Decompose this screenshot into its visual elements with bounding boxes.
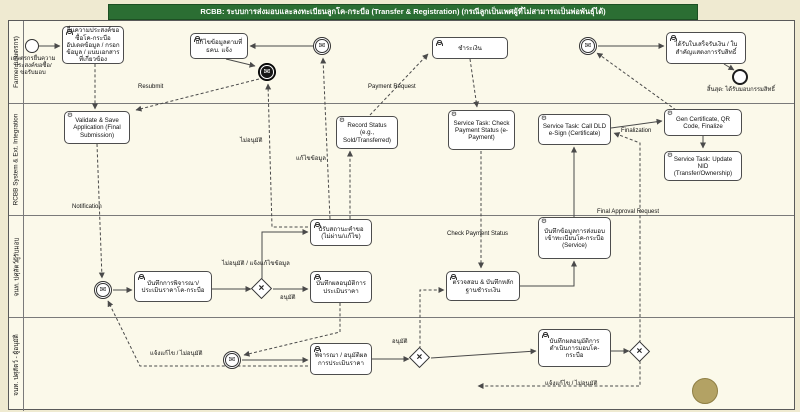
edge-label-finalization: Finalization — [621, 128, 652, 134]
x-marker-icon: × — [416, 351, 423, 363]
task-label: Service Task: Update NID (Transfer/Owner… — [673, 155, 733, 178]
task-label: พิจารณา / อนุมัติผลการประเมินราคา — [314, 352, 368, 367]
user-task-icon — [66, 29, 73, 35]
task-dld-esign[interactable]: ⚙ Service Task: Call DLD e-Sign (Certifi… — [538, 114, 611, 145]
lane-label-rcbb-system: RCBB System & Ext. Integration — [12, 113, 20, 206]
service-task-icon: ⚙ — [667, 110, 673, 117]
user-task-icon — [314, 274, 321, 280]
edge-label-notify-edit-reject-bottom: แจ้งแก้ไข / ไม่อนุมัติ — [545, 381, 598, 387]
service-task-icon: ⚙ — [339, 117, 345, 124]
task-label: Gen Certificate, QR Code, Finalize — [676, 115, 730, 130]
task-label: บันทึกข้อมูลการส่งมอบเข้าทะเบียนโค-กระบื… — [544, 227, 605, 250]
task-pay[interactable]: ชำระเงิน — [432, 37, 508, 59]
task-label: บันทึกการพิจารณา/ประเมินราคาโค-กระบือ — [141, 279, 205, 294]
task-label: Record Status (e.g., Sold/Transferred) — [343, 122, 391, 144]
user-task-icon — [436, 40, 443, 46]
corner-badge — [692, 378, 718, 404]
edge-label-edit-info: แก้ไขข้อมูล — [296, 156, 326, 162]
task-update-status-reject[interactable]: ปรับสถานะคำขอ (ไม่ผ่าน/แก้ไข) — [310, 219, 372, 246]
service-task-icon: ⚙ — [541, 115, 547, 122]
envelope-icon: ✉ — [263, 67, 271, 76]
task-label: บันทึกผลอนุมัติการดำเนินการมอบโค-กระบือ — [549, 337, 600, 360]
task-verify-payment[interactable]: ตรวจสอบ & บันทึกหลักฐานชำระเงิน — [446, 271, 520, 301]
task-record-status[interactable]: ⚙ Record Status (e.g., Sold/Transferred) — [336, 116, 398, 149]
edge-label-notify-edit-reject-left: แจ้งแก้ไข / ไม่อนุมัติ — [150, 351, 203, 357]
pool: Farmer (เกษตรกร) RCBB System & Ext. Inte… — [8, 20, 795, 411]
task-label: ได้รับใบเสร็จรับเงิน / ใบสำคัญแสดงการรับ… — [674, 41, 738, 56]
service-task-icon: ⚙ — [667, 152, 673, 159]
start-event-label: เกษตรกรยื่นความประสงค์ขอซื้อ/ขอรับมอบ — [10, 56, 56, 76]
message-event-approver[interactable]: ✉ — [223, 351, 241, 369]
lane-officer-approver: จนท. ปศุสัตว์ - ผู้อนุมัติ — [9, 317, 794, 411]
task-label: Service Task: Check Payment Status (e-Pa… — [453, 119, 510, 142]
start-event[interactable] — [25, 39, 39, 53]
lane-farmer: Farmer (เกษตรกร) — [9, 21, 794, 103]
lane-strip-officer-receiver: จนท. ปศุสัตว์ผู้รับมอบ — [9, 216, 24, 317]
lane-label-officer-receiver: จนท. ปศุสัตว์ผู้รับมอบ — [13, 237, 21, 296]
edge-label-check-payment-status: Check Payment Status — [447, 231, 509, 237]
task-consider-price[interactable]: บันทึกการพิจารณา/ประเมินราคาโค-กระบือ — [134, 271, 212, 302]
send-message-event[interactable]: ✉ — [258, 63, 276, 81]
edge-label-not-approved-edit: ไม่อนุมัติ / แจ้งแก้ไขข้อมูล — [222, 261, 290, 267]
edge-label-approve-price: อนุมัติ — [280, 295, 296, 301]
task-record-final-approval[interactable]: บันทึกผลอนุมัติการดำเนินการมอบโค-กระบือ — [538, 329, 611, 367]
task-edit-info[interactable]: แก้ไขข้อมูลตามที่ ธคบ. แจ้ง — [190, 33, 248, 59]
x-marker-icon: × — [258, 282, 265, 294]
end-event[interactable] — [732, 69, 748, 85]
envelope-icon: ✉ — [99, 285, 107, 294]
task-update-nid[interactable]: ⚙ Service Task: Update NID (Transfer/Own… — [664, 151, 742, 181]
task-label: บันทึกผลอนุมัติการประเมินราคา — [316, 280, 366, 295]
lane-officer-receiver: จนท. ปศุสัตว์ผู้รับมอบ — [9, 215, 794, 317]
edge-label-approve-final: อนุมัติ — [392, 339, 408, 345]
task-submit-request[interactable]: ยื่นความประสงค์ขอซื้อโค-กระบือ อัปเดตข้อ… — [62, 26, 124, 64]
edge-label-notification: Notification — [72, 204, 102, 210]
edge-label-final-approval-request: Final Approval Request — [597, 209, 660, 215]
message-event-officer[interactable]: ✉ — [94, 281, 112, 299]
task-label: ตรวจสอบ & บันทึกหลักฐานชำระเงิน — [452, 279, 514, 294]
task-check-payment[interactable]: ⚙ Service Task: Check Payment Status (e-… — [448, 110, 515, 150]
service-task-icon: ⚙ — [541, 218, 547, 225]
edge-label-payment-request: Payment Request — [368, 84, 416, 90]
user-task-icon — [194, 36, 201, 42]
task-gen-certificate[interactable]: ⚙ Gen Certificate, QR Code, Finalize — [664, 109, 742, 136]
user-task-icon — [138, 274, 145, 280]
lane-strip-farmer: Farmer (เกษตรกร) — [9, 21, 24, 103]
message-event-receipt[interactable]: ✉ — [579, 37, 597, 55]
lane-label-officer-approver: จนท. ปศุสัตว์ - ผู้อนุมัติ — [13, 333, 20, 396]
edge-label-resubmit: Resubmit — [138, 84, 164, 90]
task-approve-price[interactable]: พิจารณา / อนุมัติผลการประเมินราคา — [310, 343, 372, 375]
task-label: Service Task: Call DLD e-Sign (Certifica… — [542, 122, 607, 137]
task-label: แก้ไขข้อมูลตามที่ ธคบ. แจ้ง — [195, 39, 243, 54]
envelope-icon: ✉ — [228, 355, 236, 364]
user-task-icon — [670, 35, 677, 41]
task-label: Validate & Save Application (Final Submi… — [73, 117, 121, 139]
task-receive-receipt[interactable]: ได้รับใบเสร็จรับเงิน / ใบสำคัญแสดงการรับ… — [666, 32, 746, 64]
lane-strip-rcbb-system: RCBB System & Ext. Integration — [9, 104, 24, 215]
envelope-icon: ✉ — [584, 41, 592, 50]
service-task-icon: ⚙ — [67, 112, 73, 119]
task-label: ยื่นความประสงค์ขอซื้อโค-กระบือ อัปเดตข้อ… — [66, 27, 120, 64]
task-validate-save[interactable]: ⚙ Validate & Save Application (Final Sub… — [64, 111, 130, 144]
end-event-label: สิ้นสุด: ได้รับมอบกรรมสิทธิ์ — [706, 87, 776, 93]
diagram-title: RCBB: ระบบการส่งมอบและลงทะเบียนลูกโค-กระ… — [108, 4, 698, 20]
service-task-icon: ⚙ — [451, 111, 457, 118]
envelope-icon: ✉ — [318, 41, 326, 50]
task-record-price-approval[interactable]: บันทึกผลอนุมัติการประเมินราคา — [310, 271, 372, 303]
lane-strip-officer-approver: จนท. ปศุสัตว์ - ผู้อนุมัติ — [9, 318, 24, 411]
task-label: ปรับสถานะคำขอ (ไม่ผ่าน/แก้ไข) — [318, 225, 364, 240]
user-task-icon — [542, 332, 549, 338]
user-task-icon — [314, 222, 321, 228]
task-record-transfer[interactable]: ⚙ บันทึกข้อมูลการส่งมอบเข้าทะเบียนโค-กระ… — [538, 217, 611, 259]
task-label: ชำระเงิน — [458, 44, 482, 52]
user-task-icon — [450, 274, 457, 280]
user-task-icon — [314, 346, 321, 352]
edge-label-not-approved: ไม่อนุมัติ — [240, 138, 263, 144]
x-marker-icon: × — [636, 345, 643, 357]
message-event-edit-request[interactable]: ✉ — [313, 37, 331, 55]
